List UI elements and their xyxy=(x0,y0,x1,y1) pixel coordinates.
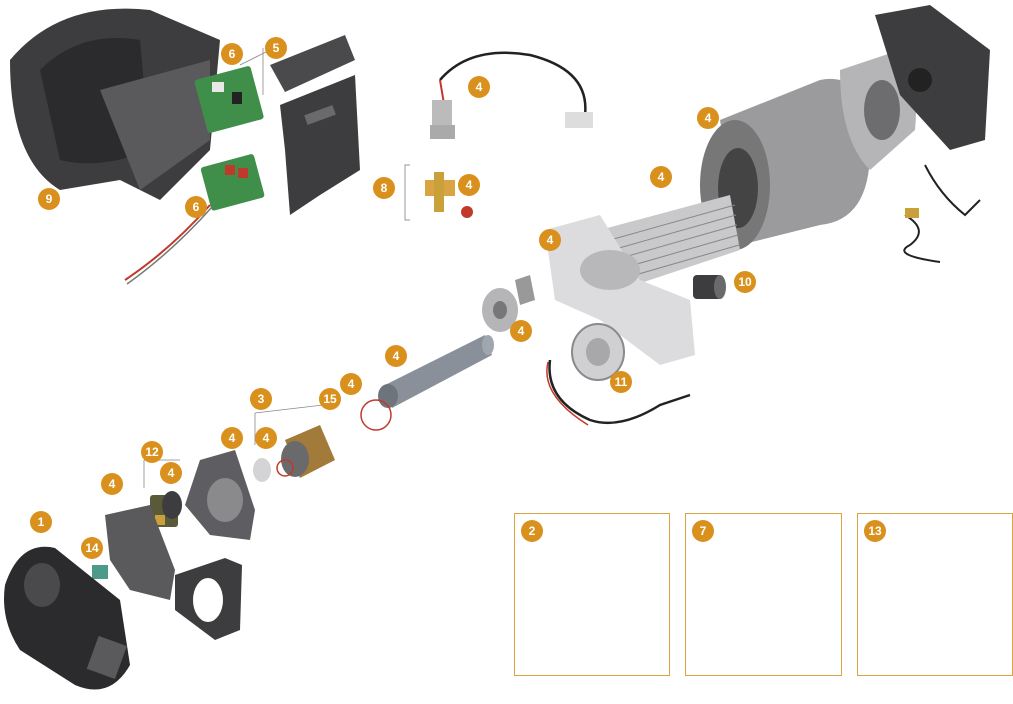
lower-wiring-part xyxy=(546,359,691,426)
callout-4-fins[interactable]: 4 xyxy=(650,166,672,188)
burner-cylinder-part xyxy=(545,78,870,365)
callout-8[interactable]: 8 xyxy=(373,177,395,199)
small-plate-part xyxy=(482,275,535,332)
front-cover-part xyxy=(4,546,130,690)
callout-4-backplate[interactable]: 4 xyxy=(101,473,123,495)
flange-bracket-part xyxy=(840,5,990,170)
callout-4-ring[interactable]: 4 xyxy=(340,373,362,395)
callout-4-plate[interactable]: 4 xyxy=(510,320,532,342)
callout-15[interactable]: 15 xyxy=(319,388,341,410)
motor-part xyxy=(693,275,726,299)
callout-5[interactable]: 5 xyxy=(265,37,287,59)
callout-2[interactable]: 2 xyxy=(521,520,543,542)
callout-3[interactable]: 3 xyxy=(250,388,272,410)
wiring-harness-part xyxy=(430,51,593,139)
right-wiring-part xyxy=(903,164,981,263)
fuel-valve-part xyxy=(404,164,473,221)
inset-end-cap xyxy=(857,513,1013,676)
back-plate-part xyxy=(105,505,175,600)
callout-12[interactable]: 12 xyxy=(141,441,163,463)
housing-plate-part xyxy=(185,450,255,540)
inset-heater-cable xyxy=(685,513,842,676)
callout-4-pump[interactable]: 4 xyxy=(160,462,182,484)
callout-1[interactable]: 1 xyxy=(30,511,52,533)
connector-part xyxy=(92,565,108,579)
callout-10[interactable]: 10 xyxy=(734,271,756,293)
control-board-part xyxy=(124,66,265,285)
burner-head-part xyxy=(253,399,392,482)
callout-14[interactable]: 14 xyxy=(81,537,103,559)
callout-7[interactable]: 7 xyxy=(692,520,714,542)
callout-6-top[interactable]: 6 xyxy=(221,43,243,65)
callout-9[interactable]: 9 xyxy=(38,188,60,210)
control-cover-part xyxy=(270,35,360,215)
fan-wheel-part xyxy=(571,323,625,381)
outer-shell-part xyxy=(10,8,220,200)
callout-4-plate2[interactable]: 4 xyxy=(221,427,243,449)
callout-4-housing[interactable]: 4 xyxy=(539,229,561,251)
callout-6-bottom[interactable]: 6 xyxy=(185,196,207,218)
callout-13[interactable]: 13 xyxy=(864,520,886,542)
inset-elbow-duct xyxy=(514,513,670,676)
callout-4-valve[interactable]: 4 xyxy=(458,174,480,196)
callout-4-cylinder[interactable]: 4 xyxy=(697,107,719,129)
callout-4-harness[interactable]: 4 xyxy=(468,76,490,98)
callout-4-tube[interactable]: 4 xyxy=(385,345,407,367)
pump-assembly-part xyxy=(150,491,182,527)
callout-11[interactable]: 11 xyxy=(610,371,632,393)
callout-4-head[interactable]: 4 xyxy=(255,427,277,449)
ring-cover-part xyxy=(175,558,242,640)
